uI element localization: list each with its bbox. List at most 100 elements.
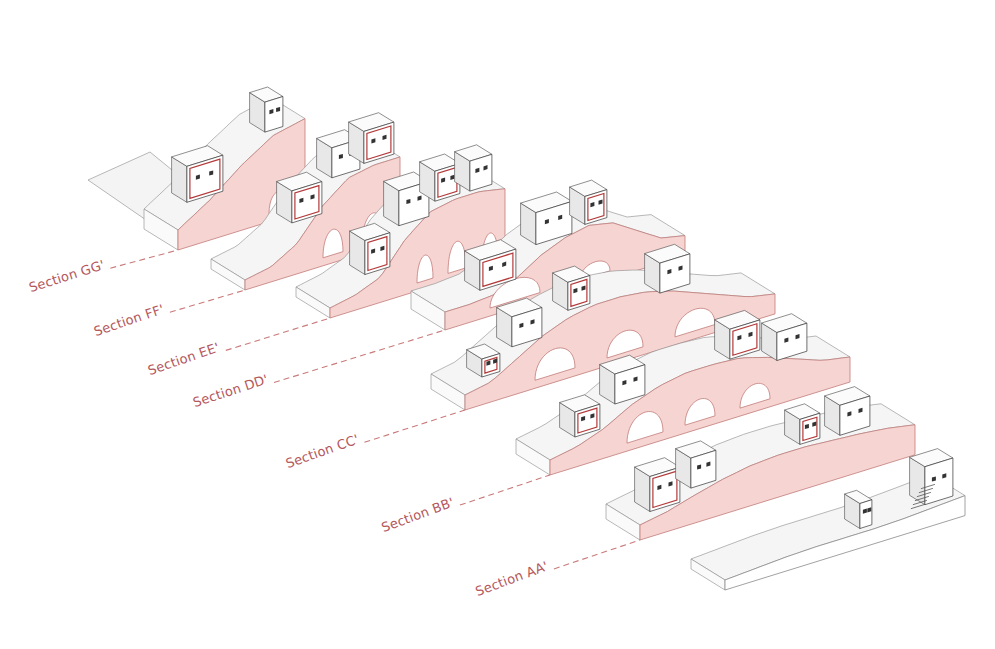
window — [805, 424, 809, 429]
leader-line — [110, 250, 178, 268]
section-label: Section EE' — [146, 340, 222, 379]
window — [590, 202, 594, 207]
building-front — [482, 354, 500, 378]
section-slab — [606, 387, 915, 540]
slab-end-face — [211, 259, 245, 290]
window — [486, 361, 490, 366]
window — [581, 416, 585, 421]
slab-end-face — [144, 209, 178, 250]
building-front — [365, 233, 390, 275]
building-frame — [733, 324, 757, 355]
slab-end-face — [431, 374, 465, 410]
window — [942, 473, 946, 478]
window — [669, 481, 673, 486]
window — [311, 194, 315, 199]
window — [706, 462, 710, 467]
leader-line — [274, 330, 445, 383]
window — [493, 358, 497, 363]
window — [867, 507, 871, 512]
building-front — [187, 155, 223, 202]
building-frame — [803, 417, 817, 440]
window — [371, 138, 375, 143]
window — [519, 323, 523, 328]
building-frame — [571, 279, 587, 306]
building-front — [800, 413, 820, 444]
window — [269, 109, 273, 114]
window — [489, 266, 493, 271]
window — [441, 178, 445, 183]
window — [590, 413, 594, 418]
building-front — [480, 249, 516, 290]
window — [667, 269, 671, 274]
window — [737, 335, 741, 340]
section-label: Section CC' — [284, 432, 361, 472]
arch-void — [323, 229, 343, 258]
window — [450, 175, 454, 180]
arch-void — [675, 308, 715, 337]
building-front — [292, 182, 322, 223]
section-slab — [691, 449, 965, 590]
building-frame — [483, 253, 513, 286]
leader-line — [364, 410, 465, 442]
stair-step — [921, 484, 935, 488]
window — [502, 262, 506, 267]
slab-end-face — [516, 439, 550, 475]
window — [749, 332, 753, 337]
window — [796, 334, 800, 339]
leader-line — [554, 540, 640, 569]
window — [558, 215, 562, 220]
window — [573, 288, 577, 293]
slab-end-face — [691, 559, 725, 590]
building-front — [470, 154, 492, 191]
window — [859, 408, 863, 413]
window — [276, 107, 280, 112]
window — [475, 168, 479, 173]
building-frame — [367, 126, 391, 160]
window — [784, 338, 788, 343]
building-front — [730, 320, 760, 359]
building-front — [265, 97, 283, 133]
building-frame — [588, 194, 604, 221]
section-slab — [211, 113, 400, 290]
arch-void — [417, 255, 433, 283]
window — [406, 199, 410, 204]
window — [545, 219, 549, 224]
window — [380, 246, 384, 251]
building-frame — [578, 408, 597, 433]
building-frame — [438, 167, 457, 197]
building-front — [840, 396, 870, 435]
arch-void — [535, 348, 575, 380]
window — [812, 422, 816, 427]
building-front — [568, 276, 590, 311]
window — [847, 411, 851, 416]
leader-line — [460, 475, 550, 505]
building-front — [615, 365, 645, 404]
window — [196, 175, 200, 180]
window — [531, 319, 535, 324]
section-label: Section GG' — [27, 257, 107, 296]
section-label: Section FF' — [92, 301, 166, 340]
building-front — [585, 190, 607, 225]
arch-void — [607, 330, 643, 358]
section-label: Section AA' — [473, 558, 550, 600]
leader-line — [226, 318, 330, 350]
building-frame — [295, 186, 319, 219]
leader-line — [170, 290, 245, 312]
building-front — [691, 450, 716, 488]
arch-void — [685, 398, 715, 425]
section-label: Section BB' — [379, 495, 456, 536]
slab-end-face — [296, 287, 330, 318]
building-front — [660, 254, 690, 293]
building-front — [777, 323, 807, 360]
window — [582, 286, 586, 291]
window — [679, 266, 683, 271]
building-frame — [653, 471, 677, 507]
arch-void — [627, 412, 663, 444]
building-frame — [190, 159, 220, 198]
window — [484, 165, 488, 170]
window — [209, 170, 213, 175]
building-front — [575, 404, 600, 437]
window — [863, 509, 867, 514]
window — [383, 135, 387, 140]
building-frame — [368, 237, 387, 271]
